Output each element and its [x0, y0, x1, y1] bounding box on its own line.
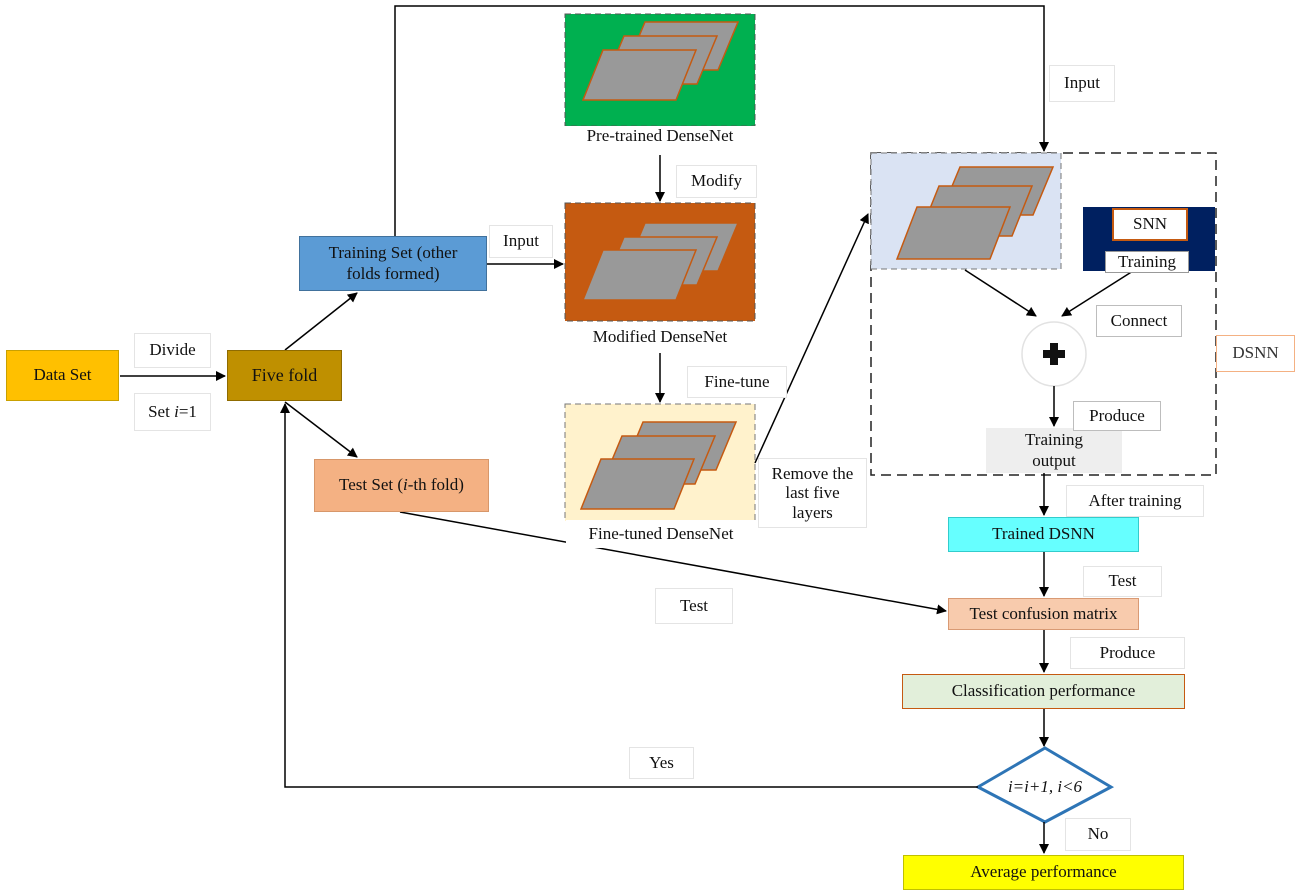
label-set-i-prefix: Set — [148, 401, 170, 421]
label-modify: Modify — [676, 165, 757, 198]
decision-node-text: i=i+1, i<6 — [1007, 776, 1083, 796]
label-fine-tune: Fine-tune — [687, 366, 787, 398]
five-fold-node: Five fold — [227, 350, 342, 401]
snn-node: SNN — [1112, 208, 1188, 241]
label-remove-line1: Remove the — [771, 463, 854, 483]
test-set-italic: i — [403, 475, 408, 495]
pretrained-caption: Pre-trained DenseNet — [560, 126, 760, 152]
training-output-line2: output — [1032, 450, 1076, 470]
label-no: No — [1065, 818, 1131, 851]
training-set-line1: Training Set (other — [328, 243, 458, 263]
arrow-snn-connect — [1061, 270, 1134, 317]
arrow-fivefold-test — [284, 401, 358, 458]
trained-dsnn-node: Trained DSNN — [948, 517, 1139, 552]
data-set-node: Data Set — [6, 350, 119, 401]
modified-layers-icon — [581, 222, 740, 301]
label-remove-line3: layers — [792, 502, 833, 522]
training-output-node: Training output — [986, 428, 1122, 473]
label-remove-layers: Remove the last five layers — [758, 458, 867, 528]
label-test-right: Test — [1083, 566, 1162, 597]
label-produce-top: Produce — [1073, 401, 1161, 431]
label-test-mid: Test — [655, 588, 733, 624]
label-input-top: Input — [1049, 65, 1115, 102]
test-set-node: Test Set (i-th fold) — [314, 459, 489, 512]
label-divide: Divide — [134, 333, 211, 368]
pretrained-layers-icon — [581, 21, 740, 101]
training-output-line1: Training — [1025, 430, 1083, 450]
arrow-decision-yes-loop — [280, 403, 978, 788]
label-remove-line2: last five — [785, 483, 840, 503]
finetuned-layers-icon — [579, 421, 738, 510]
label-input-left: Input — [489, 225, 553, 258]
arrow-training-dsnn — [394, 5, 1049, 236]
dsnn-layers-icon — [895, 166, 1055, 260]
dsnn-label: DSNN — [1216, 335, 1295, 372]
finetuned-caption: Fine-tuned DenseNet — [566, 520, 756, 548]
classification-node: Classification performance — [902, 674, 1185, 709]
arrow-feature-connect — [964, 269, 1037, 317]
label-produce-bottom: Produce — [1070, 637, 1185, 669]
arrow-test-confusion — [399, 511, 947, 615]
modified-caption: Modified DenseNet — [592, 327, 728, 346]
label-connect: Connect — [1096, 305, 1182, 337]
training-set-node: Training Set (other folds formed) — [299, 236, 487, 291]
label-set-i-italic: i — [174, 401, 179, 421]
snn-training-label: Training — [1105, 251, 1189, 273]
test-set-prefix: Test Set ( — [339, 475, 404, 495]
decision-diamond — [974, 746, 1115, 824]
arrow-finetuned-dsnn — [754, 213, 869, 464]
label-set-i: Set i=1 — [134, 393, 211, 431]
average-performance-node: Average performance — [903, 855, 1184, 890]
test-set-suffix: -th fold) — [407, 475, 464, 495]
arrow-fivefold-training — [284, 292, 358, 351]
label-yes: Yes — [629, 747, 694, 779]
training-set-line2: folds formed) — [346, 263, 440, 283]
test-confusion-node: Test confusion matrix — [948, 598, 1139, 630]
label-set-i-suffix: =1 — [178, 401, 197, 421]
label-after-training: After training — [1066, 485, 1204, 517]
